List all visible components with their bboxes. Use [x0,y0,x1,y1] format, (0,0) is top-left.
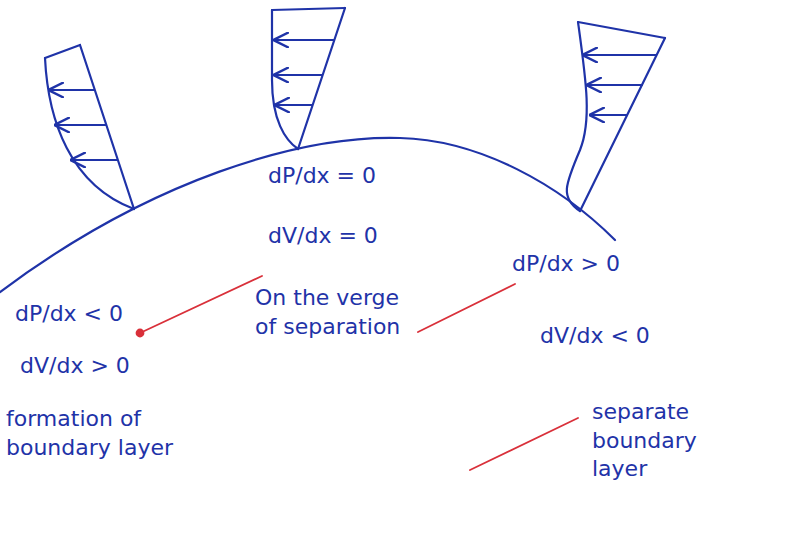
equation-label: dP/dx > 0 [512,250,620,279]
velocity-arrow [50,89,94,91]
profile-top-line [272,8,345,10]
red-pointer-line [140,276,262,333]
red-pointer-line [418,284,515,332]
equation-label: dV/dx < 0 [540,322,650,351]
note-label: formation of boundary layer [6,405,221,462]
equation-label: dV/dx > 0 [20,352,130,381]
profile-normal-line [298,8,345,149]
red-pointer-line [470,418,578,470]
velocity-arrow [275,74,322,76]
profile-top-line [578,22,665,38]
velocity-arrow [275,39,334,41]
velocity-arrow [72,159,117,161]
equation-label: dP/dx < 0 [15,300,123,329]
velocity-profile-curve [45,58,134,209]
profile-normal-line [580,38,665,211]
note-label: On the verge of separation [255,284,415,341]
note-label: separate boundary layer [592,398,722,484]
velocity-profile-curve [272,10,298,149]
velocity-arrow [276,104,312,106]
profile-top-line [45,45,80,58]
equation-label: dP/dx = 0 [268,162,376,191]
equation-label: dV/dx = 0 [268,222,378,251]
velocity-arrow [588,84,642,86]
velocity-arrow [584,54,656,56]
velocity-arrow [56,124,106,126]
velocity-profile-curve [567,22,587,211]
velocity-arrow [591,114,627,116]
profile-normal-line [80,45,134,209]
